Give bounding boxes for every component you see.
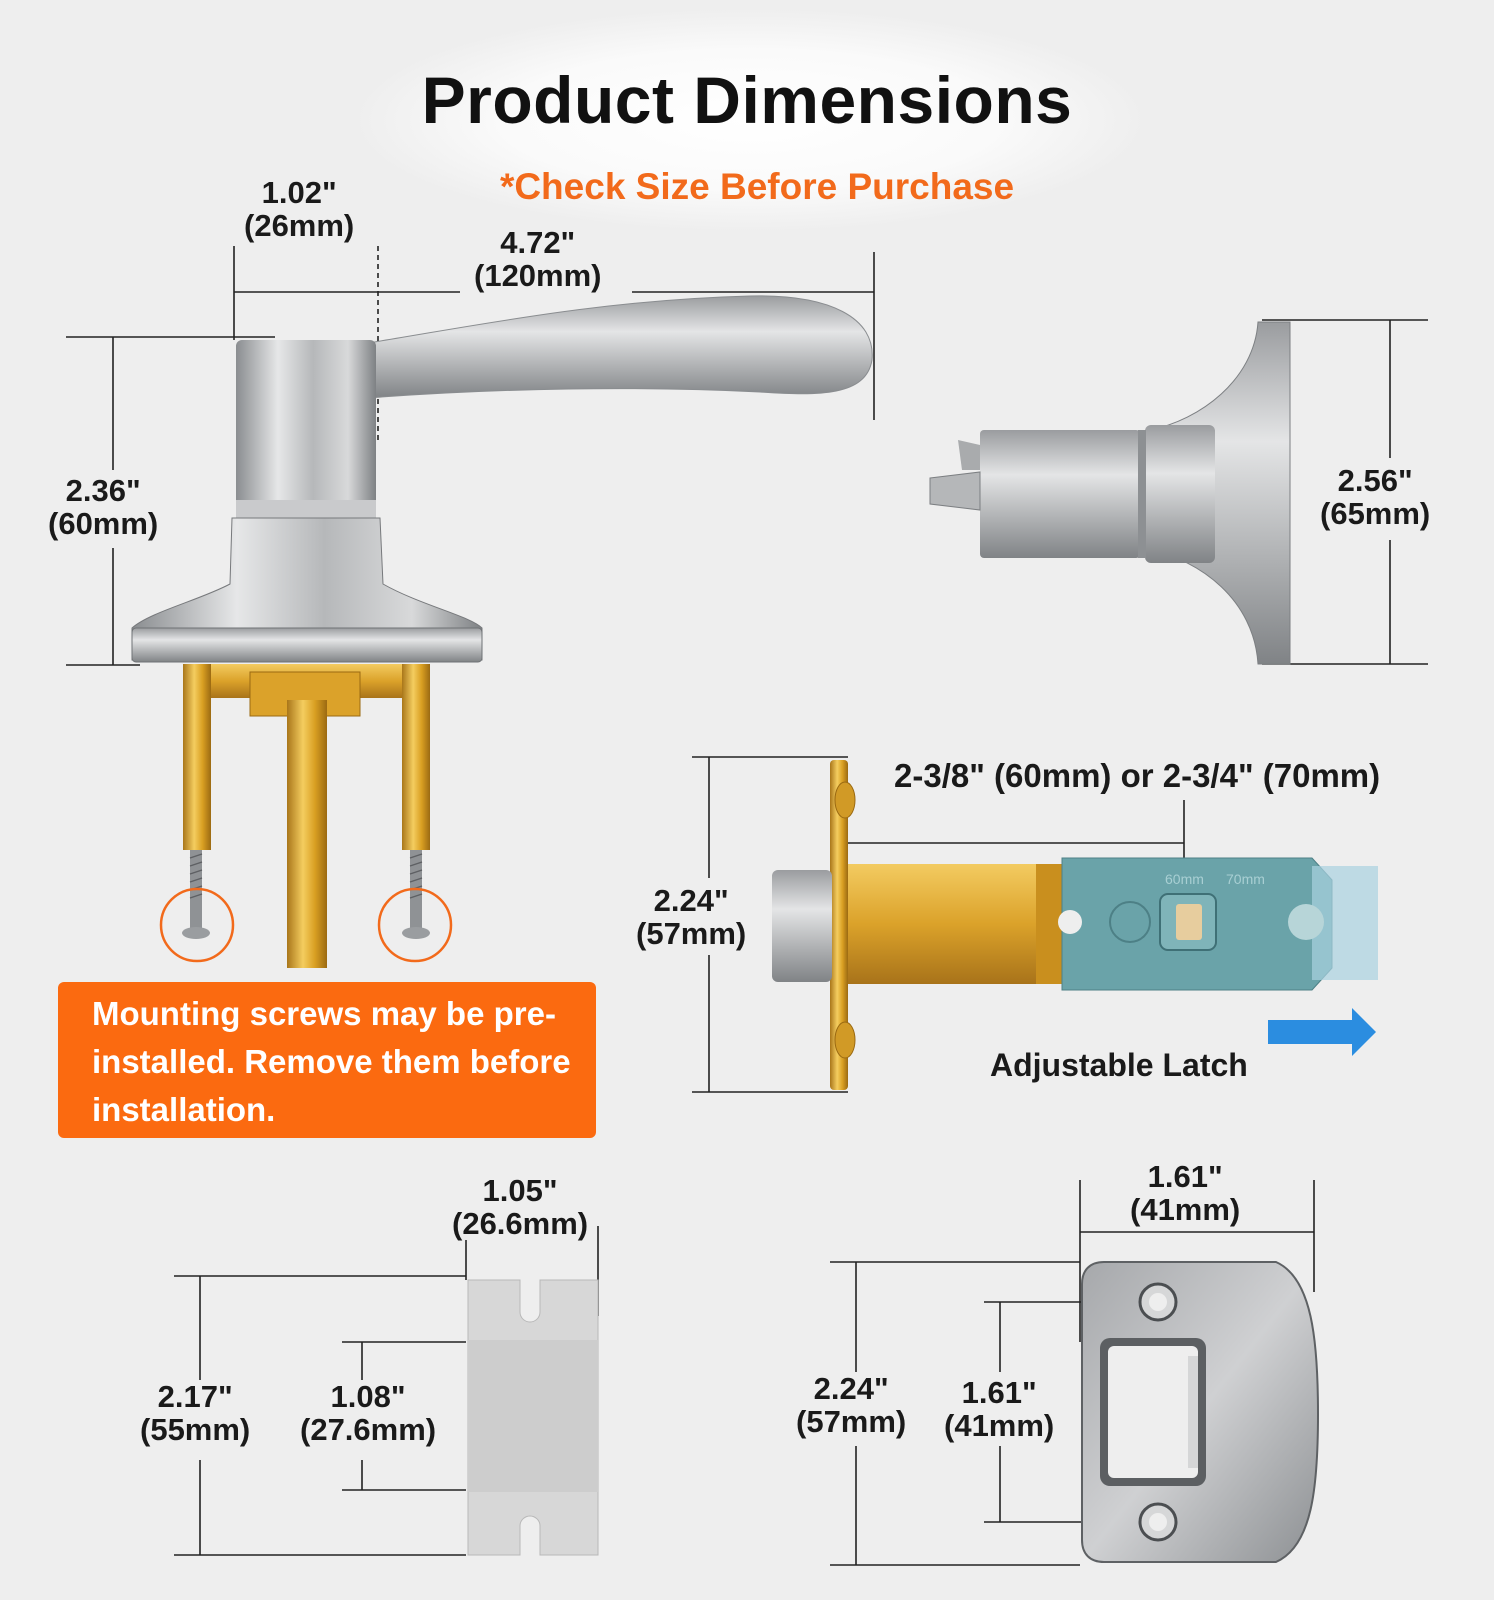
adjustable-latch-caption: Adjustable Latch bbox=[990, 1047, 1248, 1083]
page-subtitle: *Check Size Before Purchase bbox=[499, 166, 1015, 207]
latch-faceplate-label: 2.24"(57mm) bbox=[632, 884, 751, 950]
plate-width-label: 1.05"(26.6mm) bbox=[448, 1174, 593, 1240]
mounting-screws-note: Mounting screws may be pre-installed. Re… bbox=[58, 982, 596, 1138]
strike-height-label: 2.24"(57mm) bbox=[792, 1372, 911, 1438]
latch-backset-label: 2-3/8" (60mm) or 2-3/4" (70mm) bbox=[888, 757, 1387, 795]
plate-height-label: 2.17"(55mm) bbox=[136, 1380, 255, 1446]
page-title: Product Dimensions bbox=[421, 63, 1073, 137]
lever-height-label: 2.36"(60mm) bbox=[44, 474, 163, 540]
plate-inner-label: 1.08"(27.6mm) bbox=[296, 1380, 441, 1446]
strike-width-label: 1.61"(41mm) bbox=[1126, 1160, 1245, 1226]
latch-marking-70: 70mm bbox=[1226, 871, 1265, 887]
title-glow bbox=[360, 10, 1140, 230]
latch-marking-60: 60mm bbox=[1165, 871, 1204, 887]
lever-width-label: 1.02"(26mm) bbox=[240, 176, 359, 242]
strike-holes-label: 1.61"(41mm) bbox=[940, 1376, 1059, 1442]
rose-diameter-label: 2.56"(65mm) bbox=[1316, 464, 1435, 530]
lever-length-label: 4.72"(120mm) bbox=[470, 226, 606, 292]
